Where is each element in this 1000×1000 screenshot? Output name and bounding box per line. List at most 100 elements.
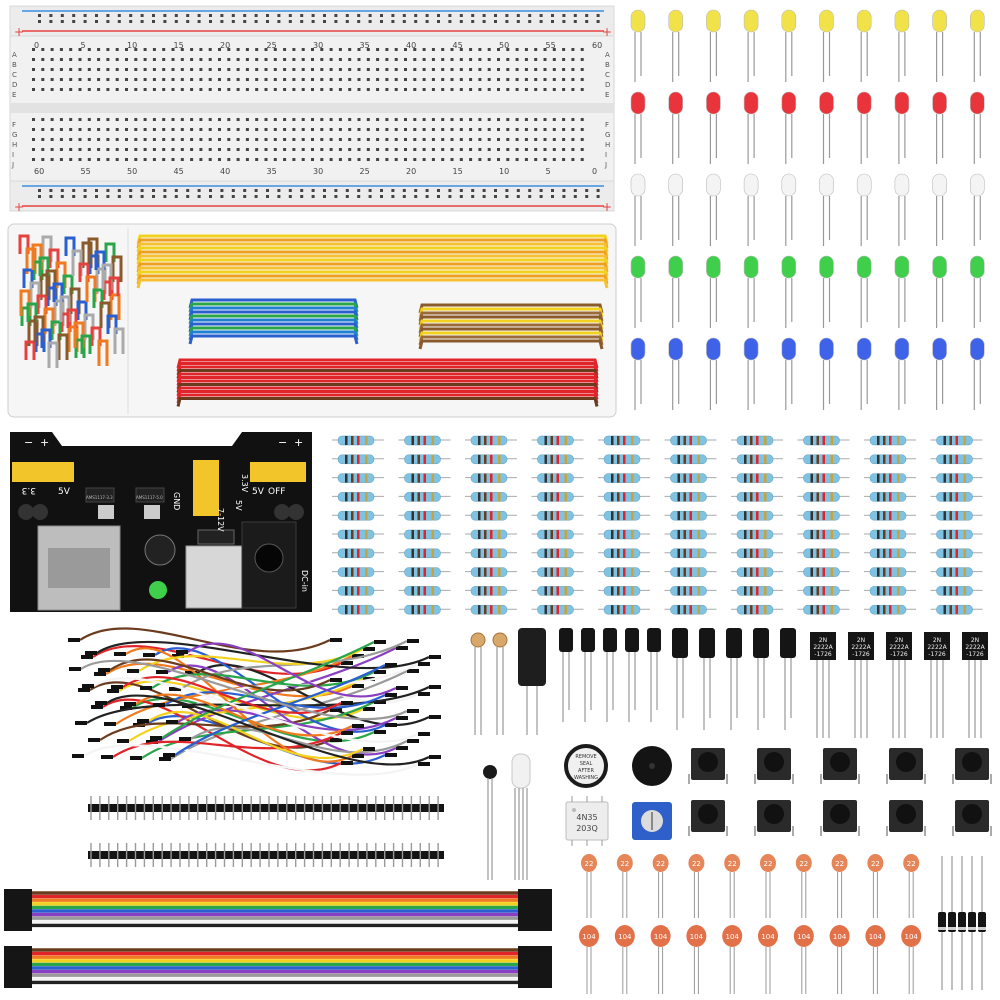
resistor-band <box>689 492 692 502</box>
resistor-band <box>963 436 966 445</box>
resistor-band <box>345 586 348 596</box>
resistor-body <box>470 473 508 483</box>
resistor-band <box>677 605 680 615</box>
resistor-band <box>963 492 966 502</box>
breadboard-column-number: 45 <box>174 167 184 176</box>
resistor-band <box>417 454 420 464</box>
resistor-band <box>943 586 946 596</box>
tactile-button-cap <box>830 752 850 772</box>
ceramic-cap-22 <box>652 854 669 872</box>
resistor-body <box>603 567 641 577</box>
resistor-band <box>830 586 833 596</box>
dupont-connector <box>143 653 155 657</box>
ceramic-cap-label: 22 <box>656 860 665 868</box>
resistor-band <box>490 436 493 445</box>
resistor-band <box>556 548 559 558</box>
dupont-wire <box>187 642 397 698</box>
resistor-band <box>417 492 420 502</box>
resistor-band <box>816 492 819 502</box>
resistor-band <box>544 473 547 483</box>
dupont-connector <box>396 646 408 650</box>
resistor-band <box>417 436 420 445</box>
dupont-connector <box>91 705 103 709</box>
resistor-band <box>617 605 620 615</box>
resistor-band <box>490 605 493 615</box>
breadboard-column-number: 30 <box>313 41 323 50</box>
led <box>743 9 759 33</box>
resistor-band <box>949 473 952 483</box>
jumper-wire-brown <box>418 339 604 350</box>
pm-plus-left: + <box>40 436 49 449</box>
resistor-body <box>337 435 375 446</box>
resistor-body <box>670 567 707 577</box>
resistor-band <box>822 511 825 521</box>
resistor-band <box>750 530 753 539</box>
led <box>668 337 684 361</box>
resistor-band <box>689 436 692 445</box>
dupont-wire <box>79 627 331 653</box>
resistor-band <box>623 586 626 596</box>
resistor-body <box>936 510 973 521</box>
resistor-band <box>822 436 825 445</box>
resistor-band <box>417 530 420 539</box>
breadboard-row-letter: E <box>12 91 16 99</box>
resistor-band <box>484 605 487 615</box>
led <box>969 91 985 115</box>
resistor-band <box>631 492 634 502</box>
resistor-band <box>484 473 487 483</box>
resistor-band <box>544 605 547 615</box>
breadboard-column-number: 50 <box>499 41 509 50</box>
resistor-band <box>816 436 819 445</box>
resistor-band <box>949 511 952 521</box>
resistor-band <box>623 605 626 615</box>
pm-chip-left: AMS1117-3.3 <box>86 495 113 500</box>
resistor-band <box>544 567 547 577</box>
buzzer-sticker-line3: AFTER <box>578 768 594 774</box>
transistor-marking: 2N <box>933 637 941 644</box>
breadboard-row-letter: H <box>12 141 17 149</box>
dupont-connector <box>330 678 342 682</box>
photoresistors <box>470 632 508 735</box>
ceramic-cap-label: 22 <box>799 860 808 868</box>
resistor-band <box>943 454 946 464</box>
dupont-connector <box>68 638 80 642</box>
dupont-connector <box>363 647 375 651</box>
resistor-band <box>877 605 880 615</box>
dupont-connector <box>98 668 110 672</box>
tactile-button-cap <box>698 804 718 824</box>
resistor-band <box>810 511 813 521</box>
transistor-marking: -1726 <box>852 651 870 658</box>
ceramic-capacitors: 2210422104221042210422104221042210422104… <box>579 854 922 994</box>
resistor-band <box>683 511 686 521</box>
resistor-band <box>943 492 946 502</box>
transistor-marking: 2222A <box>927 644 947 651</box>
resistor-band <box>351 473 354 483</box>
jumper-wire-short <box>102 280 114 300</box>
resistor-band <box>949 605 952 615</box>
resistor-band <box>963 586 966 596</box>
resistor-band <box>423 567 426 577</box>
resistor-band <box>478 586 481 596</box>
led <box>743 91 759 115</box>
resistor-band <box>697 567 700 577</box>
resistor-band <box>484 567 487 577</box>
resistor-band <box>949 586 952 596</box>
resistor-band <box>411 605 414 615</box>
jumper-wire-short <box>104 242 116 262</box>
resistor-body <box>736 548 774 559</box>
resistor-band <box>498 454 501 464</box>
pm-label-33v: 3.3V <box>240 474 249 493</box>
resistor-band <box>345 473 348 483</box>
dupont-connector <box>418 662 430 666</box>
jumper-wire-short <box>40 328 52 348</box>
resistor-band <box>683 586 686 596</box>
ceramic-cap-label: 104 <box>869 933 883 941</box>
resistor-band <box>810 492 813 502</box>
resistor-band <box>816 605 819 615</box>
resistor-band <box>550 492 553 502</box>
resistor-band <box>411 548 414 558</box>
ceramic-cap-label: 22 <box>692 860 701 868</box>
resistor-band <box>750 586 753 596</box>
resistor-band <box>897 586 900 596</box>
resistor-body <box>470 492 508 502</box>
